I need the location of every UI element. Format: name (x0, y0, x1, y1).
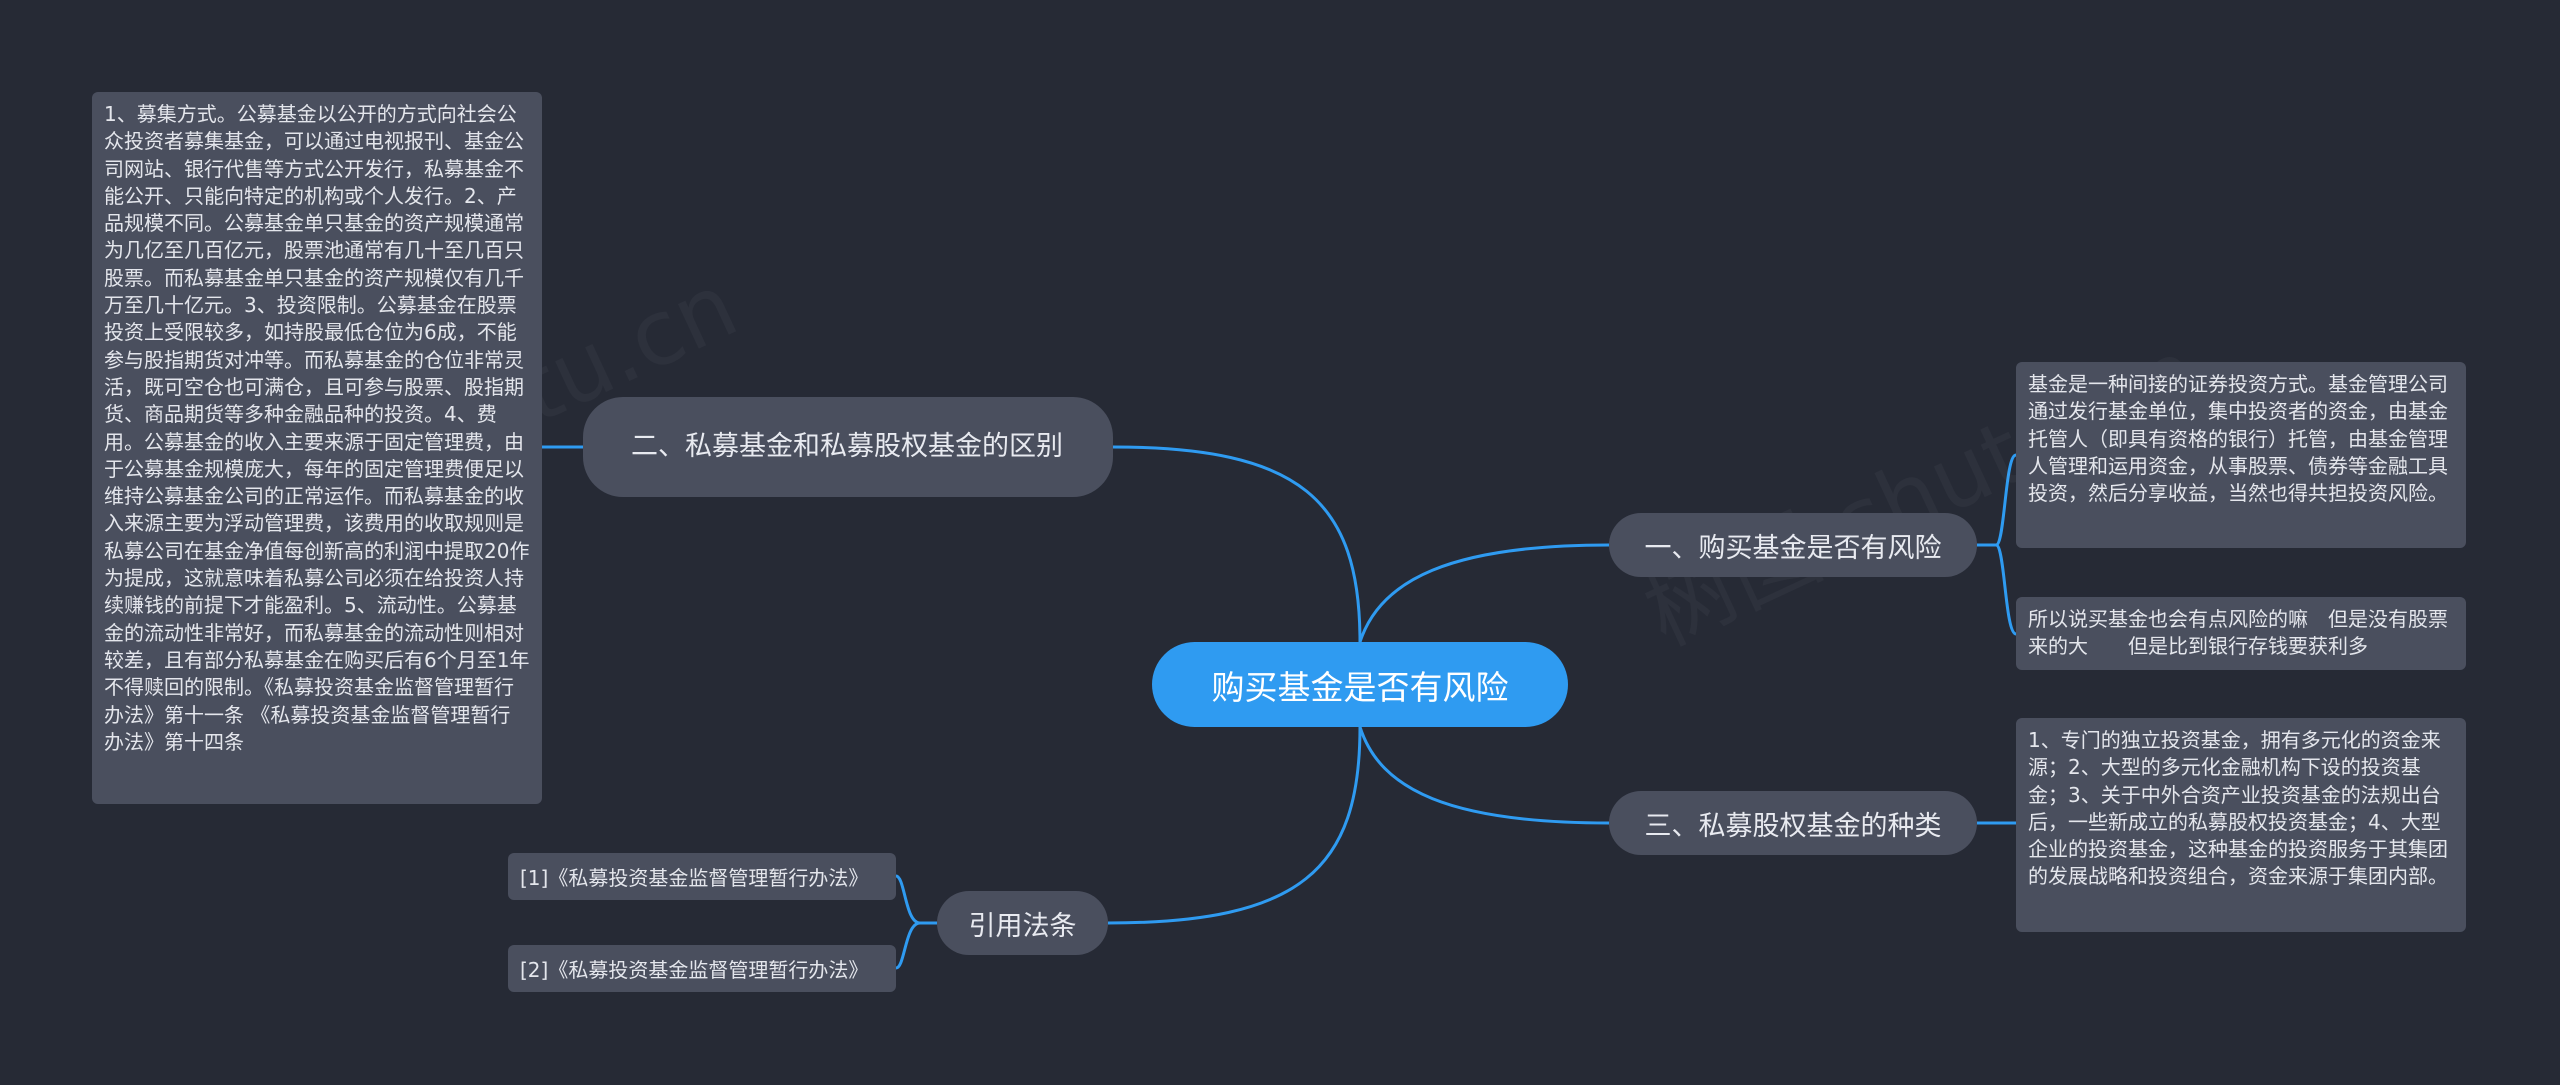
branch-node-difference[interactable]: 二、私募基金和私募股权基金的区别 (583, 397, 1113, 497)
note-fund-risk[interactable]: 所以说买基金也会有点风险的嘛 但是没有股票来的大 但是比到银行存钱要获利多 (2016, 597, 2466, 670)
connector-root-b1 (1358, 543, 1610, 643)
branch-node-references[interactable]: 引用法条 (937, 891, 1108, 955)
branch-node-risk[interactable]: 一、购买基金是否有风险 (1609, 513, 1977, 577)
connector-root-b3 (1358, 726, 1610, 825)
connector-b4-refs (895, 874, 937, 970)
branch-label: 二、私募基金和私募股权基金的区别 (631, 431, 1063, 462)
branch-node-types[interactable]: 三、私募股权基金的种类 (1609, 791, 1977, 855)
branch-label: 一、购买基金是否有风险 (1644, 532, 1942, 564)
branch-label: 三、私募股权基金的种类 (1644, 810, 1942, 842)
root-node[interactable]: 购买基金是否有风险 (1152, 642, 1568, 727)
root-label: 购买基金是否有风险 (1211, 667, 1509, 707)
note-fund-definition[interactable]: 基金是一种间接的证券投资方式。基金管理公司通过发行基金单位，集中投资者的资金，由… (2016, 362, 2466, 548)
connector-root-b4 (1107, 726, 1362, 925)
note-fund-differences[interactable]: 1、募集方式。公募基金以公开的方式向社会公众投资者募集基金，可以通过电视报刊、基… (92, 92, 542, 804)
note-pe-fund-types[interactable]: 1、专门的独立投资基金，拥有多元化的资金来源；2、大型的多元化金融机构下设的投资… (2016, 718, 2466, 932)
reference-item[interactable]: [1]《私募投资基金监督管理暂行办法》 (508, 853, 896, 900)
connector-root-b2 (1112, 445, 1362, 643)
reference-item[interactable]: [2]《私募投资基金监督管理暂行办法》 (508, 945, 896, 992)
branch-label: 引用法条 (968, 910, 1077, 942)
